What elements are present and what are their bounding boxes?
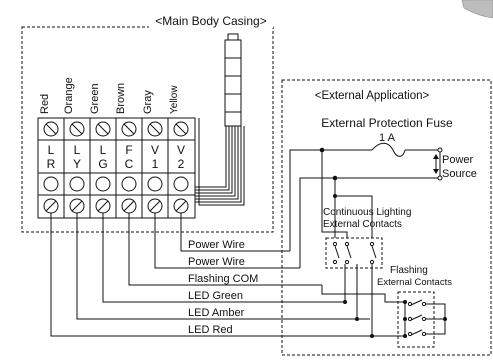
continuous-to-led-wiring — [343, 264, 374, 338]
lead-label-power-wire-2: Power Wire — [188, 256, 245, 268]
lead-label-power-wire-1: Power Wire — [188, 239, 245, 251]
wire-label-brown: Brown — [115, 83, 127, 114]
continuous-contacts-icon — [325, 237, 383, 269]
casing-title: <Main Body Casing> — [155, 14, 266, 28]
continuous-contacts-line1: Continuous Lighting — [323, 207, 411, 218]
terminal-block: L R L Y L G F C V 1 V 2 — [37, 117, 196, 219]
continuous-contacts-line2: External Contacts — [323, 219, 402, 230]
lead-labels: Power Wire Power Wire Flashing COM LED G… — [188, 239, 258, 336]
wire-color-labels: Red Orange Green Brown Gray Yellow — [39, 77, 180, 114]
terminal-4-top: F — [125, 143, 132, 157]
terminal-3-bottom: G — [98, 157, 107, 171]
external-application-frame — [281, 79, 492, 356]
wire-label-yellow: Yellow — [169, 85, 180, 114]
flashing-contacts-icon — [397, 291, 447, 348]
power-source-arrow-icon — [433, 154, 439, 174]
flashing-contacts-line2: External Contacts — [377, 277, 452, 288]
terminal-6-bottom: 2 — [178, 157, 185, 171]
lead-label-flashing-com: Flashing COM — [188, 273, 258, 285]
terminal-2-bottom: Y — [73, 157, 81, 171]
terminal-2-top: L — [74, 143, 81, 157]
wire-label-green: Green — [89, 83, 101, 114]
wire-label-red: Red — [39, 94, 51, 114]
fuse-icon — [371, 142, 406, 157]
wire-label-gray: Gray — [142, 90, 154, 114]
lamp-cap-icon — [461, 0, 493, 19]
terminal-screws-top — [43, 121, 189, 137]
flashing-to-led-wiring — [384, 300, 407, 338]
terminal-1-bottom: R — [47, 157, 56, 171]
terminal-5-bottom: 1 — [152, 157, 159, 171]
casing-title-bg — [149, 14, 273, 28]
fuse-title: External Protection Fuse — [321, 116, 453, 130]
common-bus-wiring — [321, 150, 373, 238]
flashing-com-wiring — [321, 285, 386, 300]
lead-label-led-red: LED Red — [188, 324, 233, 336]
terminal-4-bottom: C — [125, 157, 134, 171]
lead-label-led-green: LED Green — [188, 290, 243, 302]
main-body-casing-frame — [21, 26, 274, 233]
external-title: <External Application> — [315, 90, 430, 102]
fuse-rating: 1 A — [379, 132, 396, 144]
power-source-line2: Source — [442, 168, 477, 180]
terminal-designations: L R L Y L G F C V 1 V 2 — [47, 143, 185, 171]
terminal-3-top: L — [100, 143, 107, 157]
terminal-5-top: V — [151, 143, 159, 157]
external-title-bg — [300, 88, 448, 102]
terminal-1-top: L — [48, 143, 55, 157]
flashing-contacts-line1: Flashing — [390, 265, 428, 276]
power-supply-wiring — [289, 147, 443, 268]
terminal-screws-middle — [43, 176, 189, 192]
terminal-6-top: V — [177, 143, 185, 157]
lead-label-led-amber: LED Amber — [188, 307, 245, 319]
signal-tower-icon — [224, 33, 242, 127]
wire-label-orange: Orange — [63, 77, 75, 114]
terminal-output-leads — [50, 213, 405, 337]
power-source-line1: Power — [442, 154, 474, 166]
